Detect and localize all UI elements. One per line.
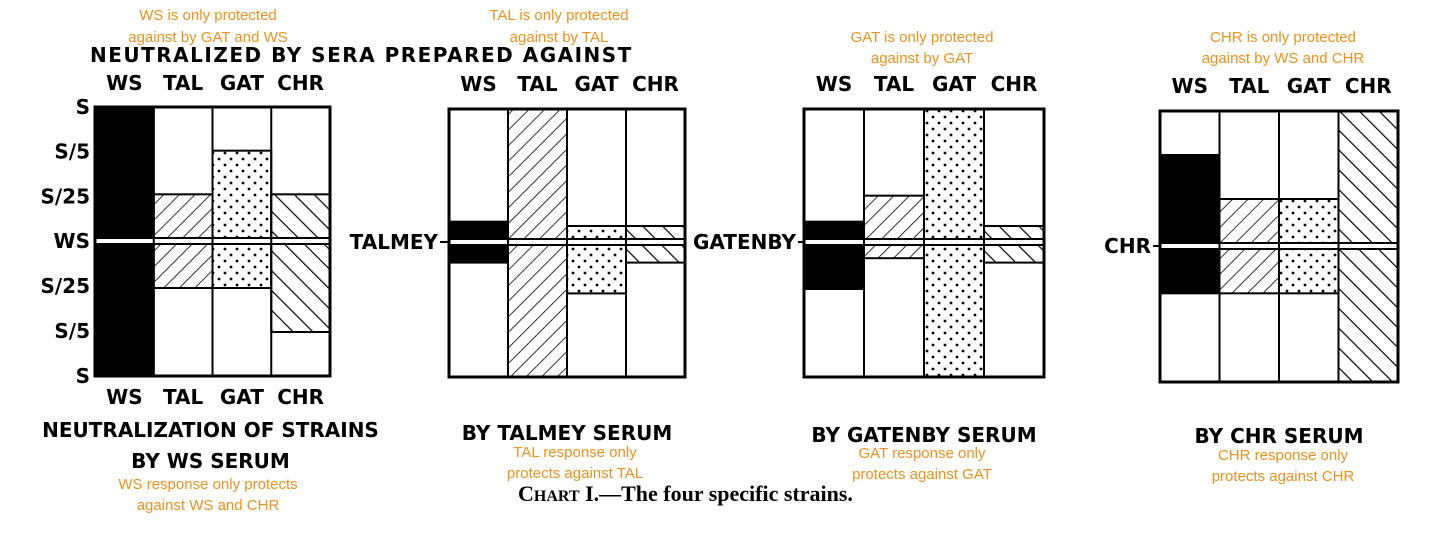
annotation-top: against by GAT and WS (128, 29, 288, 46)
bar-upper (94, 106, 155, 239)
annotation-top: WS is only protected (139, 7, 277, 24)
caption-small: HART (534, 488, 580, 505)
bar-upper (863, 194, 925, 241)
bar-upper (270, 193, 331, 239)
column-label: GAT (1287, 74, 1331, 98)
y-tick-label: S/5 (54, 140, 90, 164)
column-label: WS (106, 71, 142, 95)
bar-lower (211, 243, 273, 289)
bottom-column-label: TAL (163, 385, 204, 409)
panel-caption-line2: BY WS SERUM (131, 449, 290, 473)
panel-2: WS TAL GAT CHR TALMEY BY TALMEY SERUM TAL is o… (350, 7, 687, 482)
annotation-top: against by WS and CHR (1202, 50, 1365, 67)
column-label: GAT (575, 72, 619, 96)
column-label: TAL (517, 72, 558, 96)
column-label: WS (460, 72, 496, 96)
panel-frame (93, 105, 332, 378)
bar-lower (1159, 248, 1221, 295)
annotation-bottom: protects against TAL (507, 465, 643, 482)
panel-caption: BY TALMEY SERUM (462, 421, 673, 445)
bar-lower (1337, 248, 1399, 383)
caption-rest: I.—The four specific strains. (580, 481, 853, 506)
bar-upper (566, 225, 627, 240)
annotation-bottom: against WS and CHR (137, 497, 280, 514)
annotation-top: CHR is only protected (1210, 29, 1356, 46)
bar-lower (625, 244, 686, 264)
column-label: WS (1172, 74, 1208, 98)
annotation-bottom: CHR response only (1218, 447, 1349, 464)
bar-upper (1278, 198, 1340, 244)
annotation-bottom: WS response only protects (118, 476, 297, 493)
column-label: CHR (632, 72, 679, 96)
annotation-bottom: protects against GAT (852, 466, 992, 483)
bar-upper (803, 220, 865, 241)
bar-lower (507, 244, 568, 378)
annotation-bottom: GAT response only (858, 445, 986, 462)
y-tick-label: WS (54, 229, 90, 253)
column-label: GAT (220, 71, 264, 95)
bar-upper (152, 193, 214, 239)
y-tick-label: S (76, 364, 90, 388)
column-label: GAT (932, 72, 976, 96)
panel-caption: BY CHR SERUM (1195, 424, 1364, 448)
bar-upper (625, 225, 686, 240)
annotation-top: against by TAL (510, 29, 609, 46)
bar-upper (1159, 154, 1221, 244)
panel-caption: NEUTRALIZATION OF STRAINS (42, 418, 379, 442)
panel-caption: BY GATENBY SERUM (811, 423, 1036, 447)
bar-lower (863, 244, 925, 260)
bar-lower (803, 244, 865, 290)
column-label: TAL (163, 71, 204, 95)
bar-lower (566, 244, 627, 295)
panel-3: WS TAL GAT CHR GATENBY BY GATENBY SERUM GAT is… (693, 29, 1046, 483)
panels: WS TAL GAT CHR WS TAL GAT CHR NEUTRALIZATION OF … (42, 7, 1400, 514)
bottom-column-label: CHR (277, 385, 324, 409)
bar-upper (507, 108, 568, 240)
y-tick-label: S/25 (40, 184, 90, 208)
bar-upper (983, 225, 1045, 240)
annotation-bottom: protects against CHR (1212, 468, 1355, 485)
bar-upper (923, 108, 985, 240)
bar-lower (270, 243, 331, 333)
figure-header: NEUTRALIZED BY SERA PREPARED AGAINST (90, 43, 633, 67)
column-label: CHR (277, 71, 324, 95)
column-label: CHR (991, 72, 1038, 96)
bottom-column-label: GAT (220, 385, 264, 409)
annotation-top: against by GAT (871, 50, 973, 67)
bar-upper (211, 149, 273, 240)
y-tick-label: S/25 (40, 274, 90, 298)
y-tick-label: S (76, 95, 90, 119)
column-label: CHR (1345, 74, 1392, 98)
bottom-column-label: WS (106, 385, 142, 409)
bar-lower (94, 243, 155, 377)
bar-lower (152, 243, 214, 289)
side-label: TALMEY (350, 230, 439, 254)
panel-1: WS TAL GAT CHR WS TAL GAT CHR NEUTRALIZATION OF … (42, 7, 379, 514)
bar-lower (1218, 248, 1280, 295)
bar-upper (1218, 198, 1280, 244)
annotation-bottom: TAL response only (513, 444, 637, 461)
bar-upper (1337, 110, 1399, 244)
side-label: GATENBY (693, 230, 797, 254)
side-label: CHR (1104, 234, 1151, 258)
bar-lower (923, 244, 985, 378)
panel-4: WS TAL GAT CHR CHR BY CHR SERUM CHR is only pr… (1104, 29, 1400, 485)
annotation-top: TAL is only protected (489, 7, 628, 24)
column-label: WS (816, 72, 852, 96)
bar-upper (448, 220, 509, 241)
figure-caption: CHART I.—The four specific strains. (518, 481, 853, 506)
bar-lower (983, 244, 1045, 264)
caption-prefix: C (518, 481, 534, 506)
y-tick-label: S/5 (54, 319, 90, 343)
column-label: TAL (1229, 74, 1270, 98)
column-label: TAL (874, 72, 915, 96)
bar-lower (448, 244, 509, 264)
annotation-top: GAT is only protected (851, 29, 994, 46)
bar-lower (1278, 248, 1340, 295)
